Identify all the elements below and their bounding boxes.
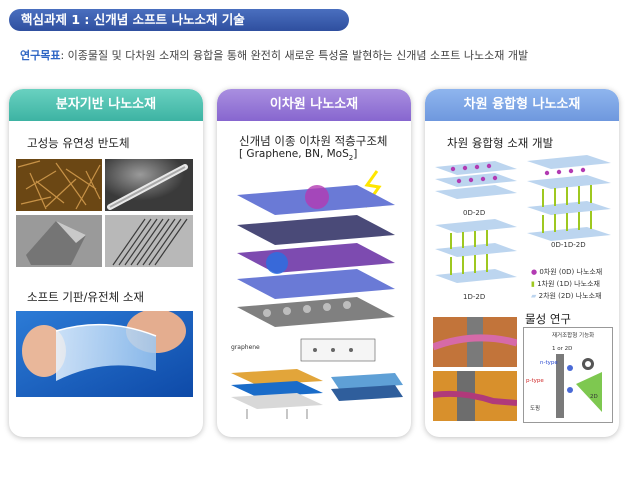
sem-image-aligned-fibers <box>105 215 193 267</box>
section-heterostructure: 신개념 이종 이차원 적층구조체 <box>239 134 388 148</box>
goal-text: : 이종물질 및 다차원 소재의 융합을 통해 완전히 새로운 특성을 발현하는… <box>60 49 529 62</box>
dot-icon: ● <box>531 268 538 276</box>
label-2d: 2D <box>590 394 598 400</box>
stack-1d-2d <box>433 219 519 287</box>
legend-1d-label: 1차원 (1D) 나노소재 <box>537 280 600 288</box>
fiber-photo-2 <box>433 371 517 421</box>
goal-label: 연구목표 <box>20 49 61 62</box>
section-property-study: 물성 연구 <box>525 312 571 326</box>
graphene-label: graphene <box>231 344 260 351</box>
label-1d-2d: 1D-2D <box>463 293 486 301</box>
section-flexible-semiconductor: 고성능 유연성 반도체 <box>27 136 130 150</box>
layered-stack-illustration <box>227 167 405 335</box>
fiber-photo-1 <box>433 317 517 367</box>
material-list-text: [ Graphene, BN, MoS <box>239 148 349 160</box>
legend-2d: ▰ 2차원 (2D) 나노소재 <box>531 291 601 301</box>
device-title: 재거조합형 기능화 <box>552 331 594 339</box>
doping-device-diagram: 재거조합형 기능화 1 or 2D 2D n-type p-type 도핑 <box>523 327 613 423</box>
material-list-end: ] <box>353 148 358 160</box>
device-schematic: graphene <box>227 337 405 425</box>
legend-0d-label: 0차원 (0D) 나노소재 <box>539 268 603 276</box>
label-1-or-2d: 1 or 2D <box>552 346 572 352</box>
material-list: [ Graphene, BN, MoS2] <box>239 148 357 162</box>
sem-image-single-wire <box>105 159 193 211</box>
legend-1d: ▮ 1차원 (1D) 나노소재 <box>531 279 600 289</box>
rod-icon: ▮ <box>531 280 535 288</box>
label-n-type: n-type <box>540 360 558 366</box>
stack-0d-1d-2d <box>525 155 613 245</box>
card-title: 분자기반 나노소재 <box>9 89 203 121</box>
sem-image-sheet <box>16 215 102 267</box>
flexible-film-photo <box>16 311 193 397</box>
legend-0d: ● 0차원 (0D) 나노소재 <box>531 267 602 277</box>
label-p-type: p-type <box>526 378 544 384</box>
card-2d-nanomaterial: 이차원 나노소재 신개념 이종 이차원 적층구조체 [ Graphene, BN… <box>217 89 411 437</box>
stack-0d-2d <box>433 155 519 213</box>
material-subscript: 2 <box>348 154 354 163</box>
research-goal: 연구목표: 이종물질 및 다차원 소재의 융합을 통해 완전히 새로운 특성을 … <box>20 47 528 63</box>
label-0d-1d-2d: 0D-1D-2D <box>551 241 586 249</box>
card-title: 이차원 나노소재 <box>217 89 411 121</box>
sheet-icon: ▰ <box>531 292 537 300</box>
label-doping: 도핑 <box>530 404 540 412</box>
card-title: 차원 융합형 나노소재 <box>425 89 619 121</box>
label-0d-2d: 0D-2D <box>463 209 486 217</box>
section-fusion-development: 차원 융합형 소재 개발 <box>447 136 554 150</box>
section-soft-substrate: 소프트 기판/유전체 소재 <box>27 290 144 304</box>
legend-2d-label: 2차원 (2D) 나노소재 <box>538 292 602 300</box>
sem-image-nanowires <box>16 159 102 211</box>
page-title: 핵심과제 1 : 신개념 소프트 나노소재 기술 <box>9 9 349 31</box>
card-molecular-nanomaterial: 분자기반 나노소재 고성능 유연성 반도체 <box>9 89 203 437</box>
card-dimension-fusion-nanomaterial: 차원 융합형 나노소재 차원 융합형 소재 개발 0D-2D <box>425 89 619 437</box>
